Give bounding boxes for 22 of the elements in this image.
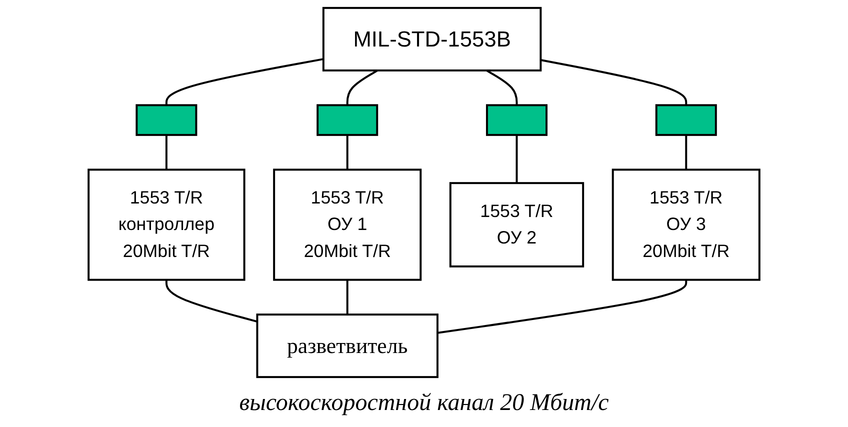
connector (165, 134, 168, 170)
connector (165, 280, 258, 323)
node-box: 1553 T/R ОУ 2 (449, 182, 584, 268)
node-box (486, 104, 548, 136)
node-box (655, 104, 717, 136)
connector (516, 134, 518, 184)
connector (685, 134, 688, 170)
connector (346, 280, 348, 315)
connector (540, 59, 688, 106)
node-box: 1553 T/R ОУ 1 20Mbit T/R (273, 168, 422, 281)
connector (346, 134, 348, 170)
node-box: разветвитель (256, 314, 438, 378)
node-box: 1553 T/R ОУ 3 20Mbit T/R (612, 168, 760, 281)
node-box (136, 104, 198, 136)
connector (346, 70, 378, 106)
node-box: 1553 T/R контроллер 20Mbit T/R (88, 168, 246, 281)
connector (437, 280, 688, 334)
node-box (316, 104, 378, 136)
connector (165, 58, 324, 106)
node-box: MIL-STD-1553B (322, 6, 542, 72)
caption: высокоскоростной канал 20 Мбит/с (238, 390, 610, 417)
connector (486, 70, 518, 106)
